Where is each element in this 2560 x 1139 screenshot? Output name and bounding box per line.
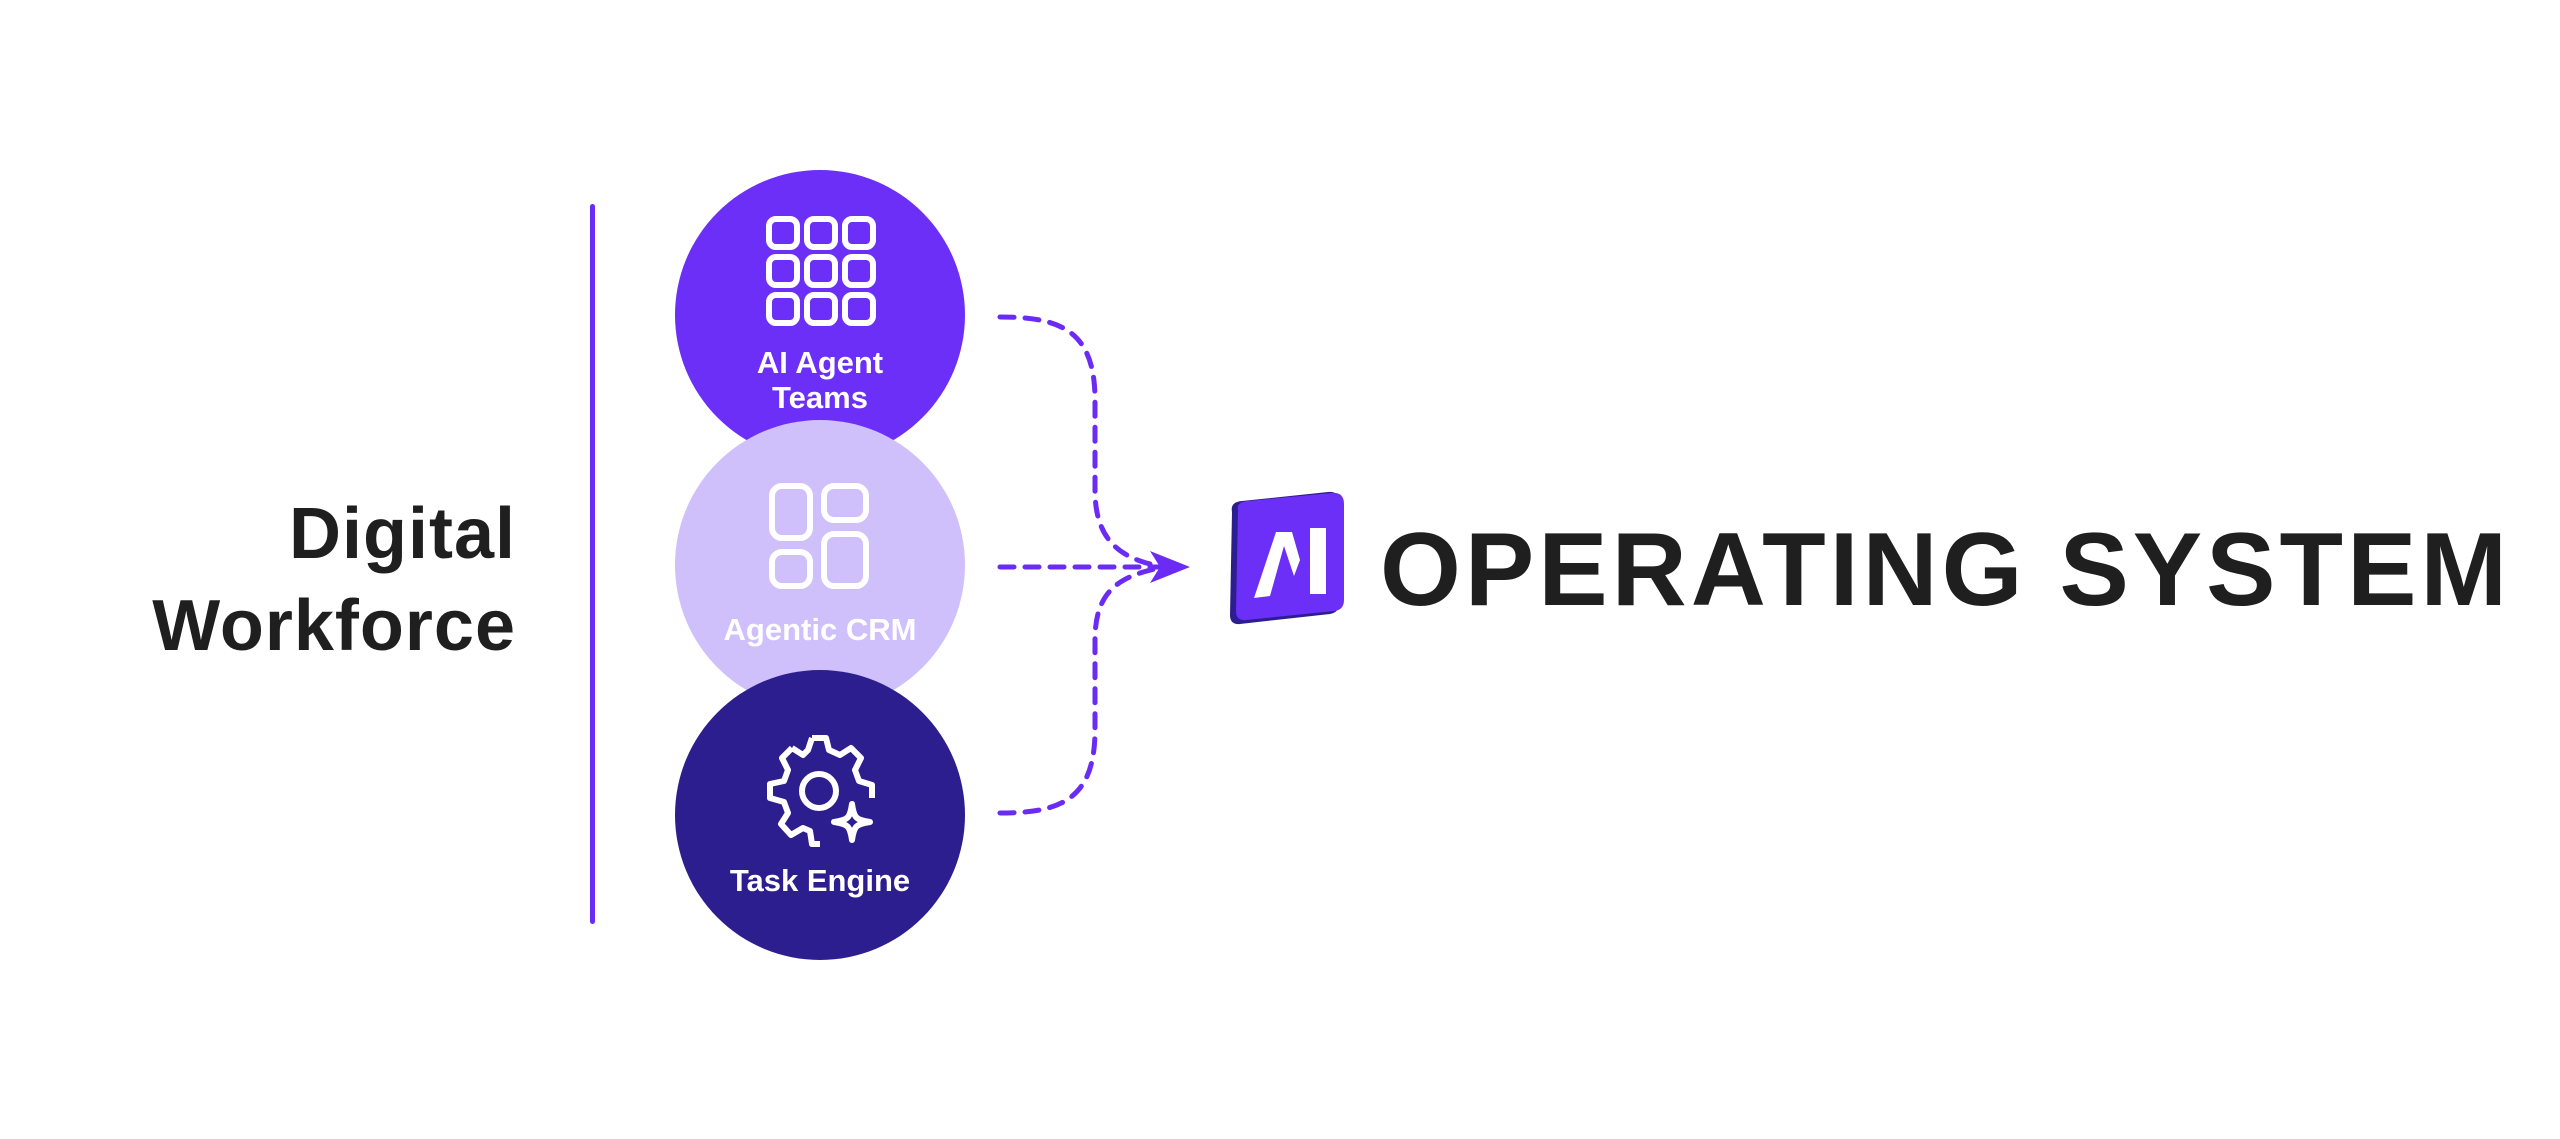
- ai-logo-icon: AI: [1220, 490, 1344, 625]
- arrow-head: [1150, 551, 1190, 583]
- node-label-line-1: Agentic CRM: [723, 612, 917, 647]
- node-label-line-1: Task Engine: [729, 863, 911, 898]
- title-line-1: Digital: [288, 494, 516, 574]
- digital-workforce-title: Digital Workforce: [152, 488, 516, 672]
- connector-top: [997, 314, 1168, 570]
- divider-line: [590, 204, 595, 924]
- operating-system-title: OPERATING SYSTEM: [1380, 512, 2512, 628]
- gear-sparkle-icon: [767, 735, 875, 847]
- dashboard-icon: [769, 483, 869, 589]
- node-label: Agentic CRM: [675, 612, 965, 647]
- node-label-line-2: Teams: [772, 380, 868, 415]
- grid-icon: [766, 216, 876, 326]
- node-ai-agent-teams: AI Agent Teams: [675, 170, 965, 460]
- connector-bottom: [997, 564, 1168, 816]
- node-label: Task Engine: [675, 863, 965, 898]
- node-task-engine: Task Engine: [675, 670, 965, 960]
- logo-mark-text: AI: [1220, 490, 1222, 491]
- node-agentic-crm: Agentic CRM: [675, 420, 965, 710]
- title-line-2: Workforce: [152, 586, 516, 666]
- node-label-line-1: AI Agent: [756, 345, 884, 380]
- node-label: AI Agent Teams: [675, 345, 965, 415]
